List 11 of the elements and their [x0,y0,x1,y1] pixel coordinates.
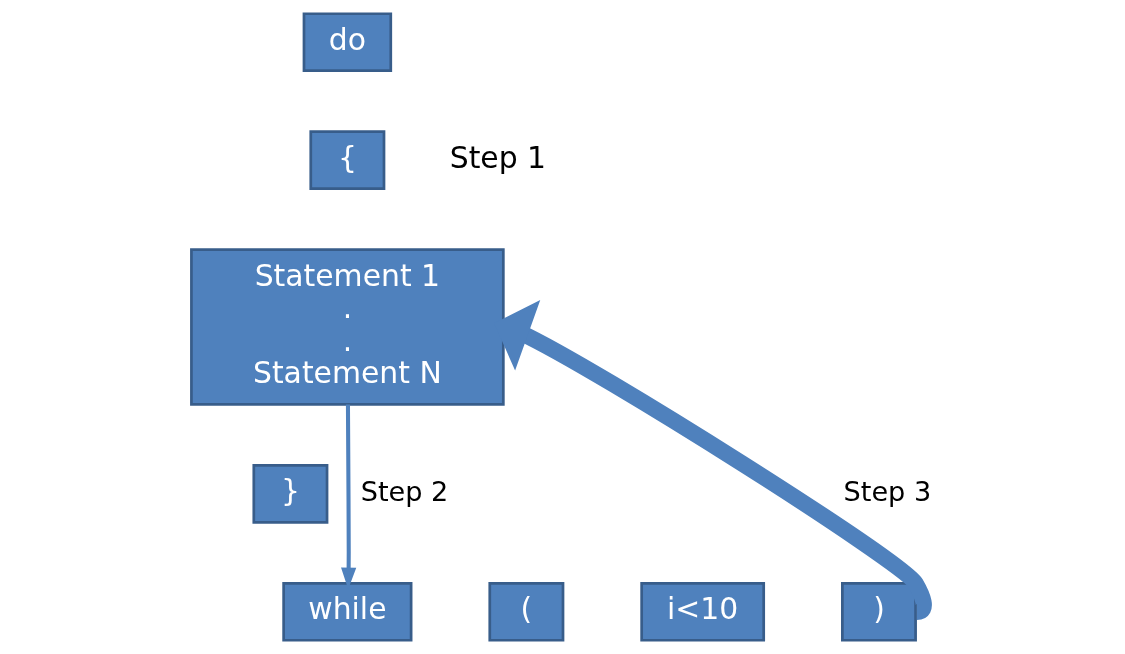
node-box: ) [840,581,917,642]
node-box: { [308,130,385,191]
node-box: i<10 [639,581,765,642]
node-box: do [302,12,392,73]
node-box: ( [487,581,564,642]
node-box: Statement 1 . . Statement N [189,248,505,406]
edge-label: Step 3 [843,475,931,507]
edge-label: Step 2 [360,475,448,507]
node-box: while [281,581,412,642]
label: Step 1 [449,139,546,175]
node-box: } [251,463,328,524]
